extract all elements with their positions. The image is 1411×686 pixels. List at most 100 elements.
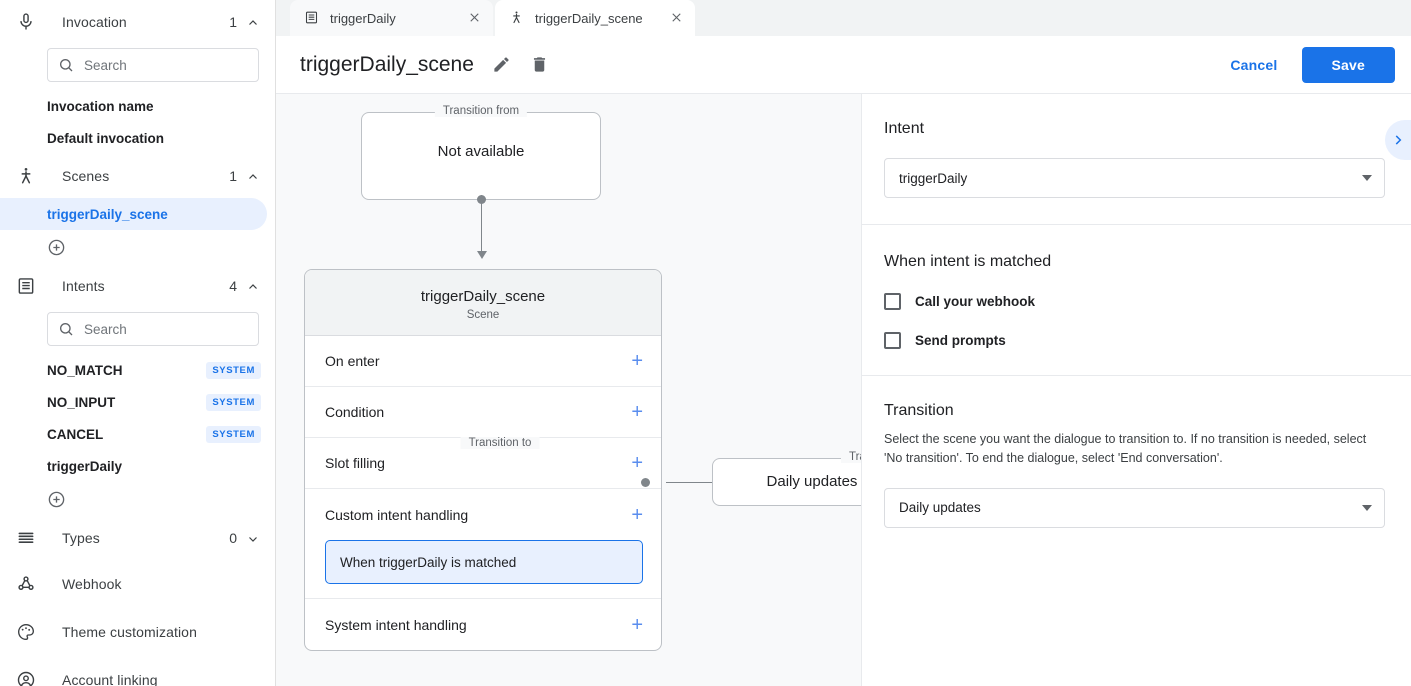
transition-target-legend: Transition to (841, 451, 861, 463)
intents-icon (304, 10, 320, 26)
scene-row-label: Slot filling (325, 455, 385, 471)
sidebar-group-label: Scenes (62, 168, 110, 184)
checkbox-send-prompts[interactable]: Send prompts (884, 332, 1385, 349)
chevron-down-icon (1362, 175, 1372, 181)
add-scene-button[interactable] (0, 230, 275, 264)
tab-triggerdaily[interactable]: triggerDaily (290, 0, 493, 36)
plus-circle-icon (47, 490, 66, 509)
intents-search-input[interactable]: Search (47, 312, 259, 346)
sidebar-item-theme-customization[interactable]: Theme customization (0, 608, 275, 656)
checkbox-label: Call your webhook (915, 294, 1036, 309)
sidebar-item-triggerdaily-scene[interactable]: triggerDaily_scene (0, 198, 267, 230)
checkbox-icon[interactable] (884, 332, 901, 349)
invocation-search-input[interactable]: Search (47, 48, 259, 82)
page-title: triggerDaily_scene (300, 52, 474, 76)
sidebar-item-label: Default invocation (47, 130, 165, 146)
chevron-up-icon (247, 280, 259, 292)
when-intent-matched-section: When intent is matched Call your webhook… (862, 225, 1411, 376)
intent-select-value: triggerDaily (899, 170, 968, 186)
checkbox-icon[interactable] (884, 293, 901, 310)
transition-target-node[interactable]: Transition to Daily updates (712, 451, 861, 506)
add-custom-intent-button[interactable]: + (631, 503, 643, 526)
tab-label: triggerDaily (330, 10, 396, 26)
sidebar-item-default-invocation[interactable]: Default invocation (0, 122, 275, 154)
sidebar-group-intents[interactable]: Intents 4 (0, 264, 275, 308)
chevron-up-icon (247, 16, 259, 28)
sidebar-item-account-linking[interactable]: Account linking (0, 656, 275, 686)
scene-node-card[interactable]: Transition to triggerDaily_scene Scene O… (304, 269, 662, 651)
add-slot-filling-button[interactable]: + (631, 452, 643, 474)
intents-icon (14, 274, 38, 298)
sidebar-group-types[interactable]: Types 0 (0, 516, 275, 560)
intent-handler-chip[interactable]: When triggerDaily is matched (325, 540, 643, 584)
sidebar-item-label: CANCEL (47, 426, 104, 442)
save-button[interactable]: Save (1301, 46, 1395, 83)
transition-section: Transition Select the scene you want the… (862, 376, 1411, 554)
scene-row-system-intent-handling[interactable]: System intent handling + (305, 599, 661, 650)
close-icon[interactable] (467, 10, 483, 26)
sidebar-item-invocation-name[interactable]: Invocation name (0, 90, 275, 122)
custom-intent-handling-block: Custom intent handling + When triggerDai… (305, 489, 661, 599)
scene-row-custom-intent-handling[interactable]: Custom intent handling + (305, 489, 661, 540)
intents-search-placeholder: Search (84, 321, 127, 337)
microphone-icon (14, 10, 38, 34)
invocation-search-placeholder: Search (84, 57, 127, 73)
scene-row-condition[interactable]: Condition + (305, 387, 661, 438)
add-on-enter-button[interactable]: + (631, 350, 643, 372)
scene-row-on-enter[interactable]: On enter + (305, 336, 661, 387)
add-system-intent-button[interactable]: + (631, 613, 643, 636)
sidebar-item-label: triggerDaily (47, 458, 123, 474)
sidebar-group-scenes[interactable]: Scenes 1 (0, 154, 275, 198)
sidebar-item-no-match[interactable]: NO_MATCH SYSTEM (0, 354, 275, 386)
webhook-icon (14, 572, 38, 596)
transition-section-description: Select the scene you want the dialogue t… (884, 432, 1367, 465)
scene-node-name: triggerDaily_scene (420, 288, 546, 305)
search-icon (59, 58, 73, 72)
sidebar-group-label: Types (62, 530, 100, 546)
types-icon (14, 526, 38, 550)
tab-bar: triggerDaily triggerDaily_scene (276, 0, 1411, 36)
transition-from-node[interactable]: Transition from Not available (361, 105, 601, 200)
main-area: triggerDaily triggerDaily_scene triggerD… (276, 0, 1411, 686)
chevron-down-icon (247, 532, 259, 544)
scene-canvas[interactable]: Transition from Not available Transition… (276, 94, 862, 686)
search-icon (59, 323, 73, 336)
transition-select[interactable]: Daily updates (884, 487, 1385, 528)
chevron-up-icon (247, 170, 259, 182)
sidebar-group-count: 4 (229, 278, 237, 294)
scene-node-header: triggerDaily_scene Scene (305, 270, 661, 336)
tab-triggerdaily-scene[interactable]: triggerDaily_scene (495, 0, 695, 36)
checkbox-call-your-webhook[interactable]: Call your webhook (884, 293, 1385, 310)
edge-from-to-scene (477, 195, 487, 259)
trash-icon[interactable] (530, 55, 550, 75)
transition-to-legend: Transition to (460, 437, 540, 449)
pencil-icon[interactable] (492, 55, 512, 75)
close-icon[interactable] (669, 10, 685, 26)
transition-select-value: Daily updates (899, 500, 981, 515)
sidebar-item-no-input[interactable]: NO_INPUT SYSTEM (0, 386, 275, 418)
scene-row-slot-filling[interactable]: Slot filling + (305, 438, 661, 489)
sidebar-item-webhook[interactable]: Webhook (0, 560, 275, 608)
sidebar-item-label: Theme customization (62, 624, 197, 640)
chevron-right-icon[interactable] (1385, 120, 1411, 160)
sidebar-item-label: triggerDaily_scene (47, 206, 168, 222)
sidebar: Invocation 1 Search Invocation name Defa… (0, 0, 276, 686)
status-badge: SYSTEM (206, 425, 261, 443)
sidebar-item-cancel[interactable]: CANCEL SYSTEM (0, 418, 275, 450)
invocation-search-wrap: Search (0, 44, 275, 90)
add-condition-button[interactable]: + (631, 401, 643, 423)
sidebar-item-label: Account linking (62, 672, 158, 686)
add-intent-button[interactable] (0, 482, 275, 516)
intent-select[interactable]: triggerDaily (884, 158, 1385, 198)
scenes-icon (509, 10, 525, 26)
sidebar-item-triggerdaily[interactable]: triggerDaily (0, 450, 275, 482)
plus-circle-icon (47, 238, 66, 257)
sidebar-item-label: Invocation name (47, 98, 154, 114)
sidebar-group-invocation[interactable]: Invocation 1 (0, 0, 275, 44)
intent-section-title: Intent (884, 120, 925, 137)
transition-target-value: Daily updates (766, 473, 858, 490)
cancel-button[interactable]: Cancel (1230, 56, 1278, 73)
intents-search-wrap: Search (0, 308, 275, 354)
status-badge: SYSTEM (206, 361, 261, 379)
